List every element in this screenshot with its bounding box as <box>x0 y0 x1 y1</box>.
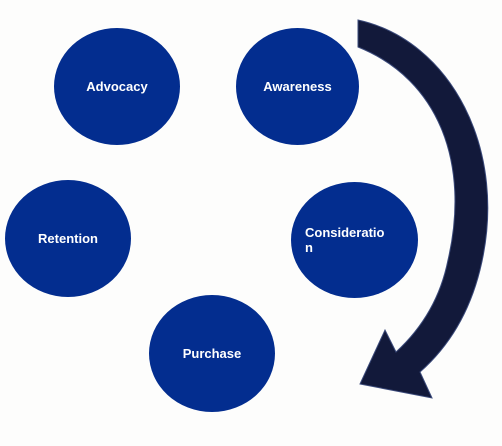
node-advocacy-label: Advocacy <box>86 79 148 94</box>
node-retention: Retention <box>5 180 131 297</box>
node-awareness: Awareness <box>236 28 359 145</box>
node-retention-label: Retention <box>38 231 98 246</box>
node-awareness-label: Awareness <box>263 79 332 94</box>
node-consideration-label: Consideration <box>305 225 385 255</box>
node-consideration: Consideration <box>291 182 418 298</box>
node-purchase: Purchase <box>149 295 275 412</box>
node-advocacy: Advocacy <box>54 28 180 145</box>
node-purchase-label: Purchase <box>182 346 242 361</box>
curved-arrow-shape <box>357 19 489 399</box>
